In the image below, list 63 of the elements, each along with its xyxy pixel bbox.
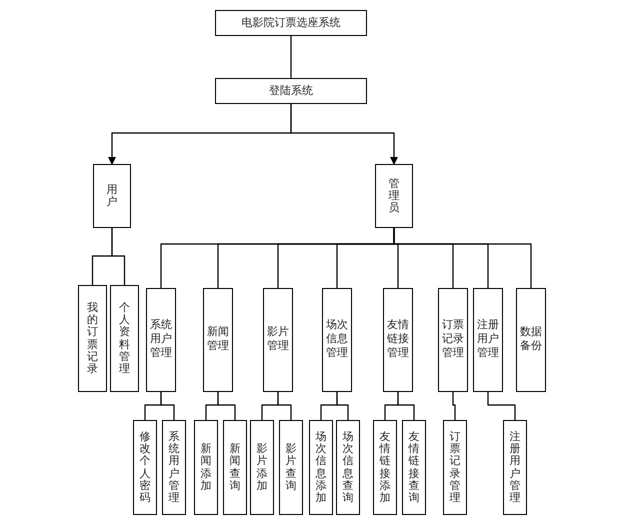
box-label: 新闻管理 [207, 326, 229, 354]
process-box [146, 288, 176, 392]
box-label: 系统用户管理 [168, 431, 180, 504]
process-box [516, 288, 546, 392]
process-box [133, 420, 157, 515]
process-box [78, 285, 107, 392]
box-label: 订票记录管理 [450, 431, 460, 504]
process-box [443, 420, 467, 515]
connector-line [393, 228, 532, 288]
connector-line [277, 392, 292, 420]
process-box [375, 164, 413, 228]
box-label: 管理员 [388, 178, 400, 214]
box-label: 修改个人密码 [140, 431, 150, 504]
connector-line [217, 392, 236, 420]
connector-line [290, 36, 292, 78]
box-label: 新闻添加 [200, 443, 212, 492]
box-label: 影片查询 [286, 443, 296, 492]
box-label: 用户 [106, 184, 118, 208]
process-box [373, 420, 397, 515]
process-box [263, 288, 293, 392]
connector-line [397, 392, 415, 420]
box-label: 登陆系统 [269, 84, 313, 99]
arrow [290, 104, 398, 165]
box-label: 友情链接管理 [387, 319, 409, 361]
box-label: 注册用户管理 [510, 431, 520, 504]
box-label: 我的订票记录 [87, 302, 98, 375]
connector-line [160, 392, 175, 420]
process-box [402, 420, 426, 515]
box-label: 影片管理 [267, 326, 289, 354]
box-label: 场次信息查询 [342, 431, 354, 504]
box-label: 场次信息管理 [326, 319, 348, 361]
box-label: 系统用户管理 [150, 319, 172, 361]
process-box [215, 78, 367, 104]
box-label: 注册用户管理 [477, 319, 499, 361]
connector-line [111, 228, 126, 285]
process-box [250, 420, 274, 515]
box-label: 个人资料管理 [119, 302, 130, 375]
process-box [383, 288, 413, 392]
process-box [223, 420, 247, 515]
process-box [203, 288, 233, 392]
box-label: 订票记录管理 [442, 319, 464, 361]
process-box [194, 420, 218, 515]
process-box [309, 420, 333, 515]
box-label: 影片添加 [256, 443, 268, 492]
process-box [279, 420, 303, 515]
process-box [93, 164, 131, 228]
process-box [503, 420, 527, 515]
box-label: 新闻查询 [230, 443, 240, 492]
box-label: 数据备份 [520, 326, 542, 354]
process-box [473, 288, 503, 392]
process-box [438, 288, 468, 392]
process-box [110, 285, 139, 392]
box-label: 电影院订票选座系统 [242, 16, 340, 31]
connector-line [487, 392, 516, 420]
box-label: 友情链接添加 [380, 431, 390, 504]
process-box [215, 10, 367, 36]
box-label: 场次信息添加 [316, 431, 326, 504]
process-box [336, 420, 360, 515]
connector-line [336, 392, 349, 420]
box-label: 友情链接查询 [408, 431, 420, 504]
process-box [322, 288, 352, 392]
process-box [162, 420, 186, 515]
connector-line [452, 392, 456, 420]
